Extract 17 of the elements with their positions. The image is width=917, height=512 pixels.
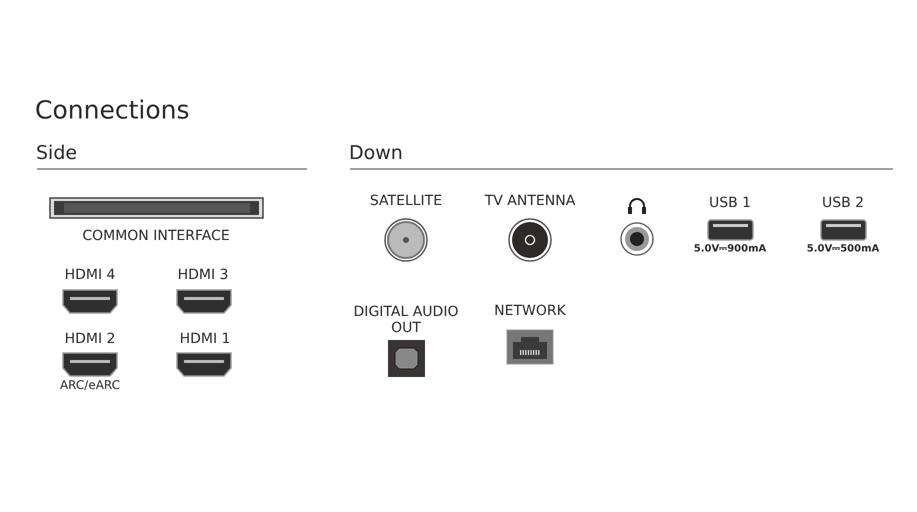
section-heading: Down bbox=[349, 143, 403, 165]
port-label: HDMI 2 bbox=[64, 330, 116, 348]
port-label: HDMI 3 bbox=[178, 266, 228, 284]
port-label: HDMI 4 bbox=[64, 266, 116, 284]
page-title: Connections bbox=[35, 96, 190, 126]
port-label: COMMON INTERFACE bbox=[82, 228, 230, 244]
port-label: USB 1 bbox=[708, 194, 752, 212]
port-label: NETWORK bbox=[494, 302, 566, 320]
port-label: DIGITAL AUDIO OUT bbox=[352, 304, 460, 336]
port-label: HDMI 1 bbox=[180, 330, 230, 348]
power-rating: 5.0V⎓500mA bbox=[806, 243, 880, 255]
port-label: USB 2 bbox=[822, 194, 864, 212]
port-label: TV ANTENNA bbox=[484, 192, 576, 210]
section-heading: Side bbox=[36, 143, 78, 165]
power-rating: 5.0V⎓900mA bbox=[694, 243, 766, 255]
port-label: SATELLITE bbox=[370, 192, 442, 210]
port-note: ARC/eARC bbox=[60, 379, 120, 393]
